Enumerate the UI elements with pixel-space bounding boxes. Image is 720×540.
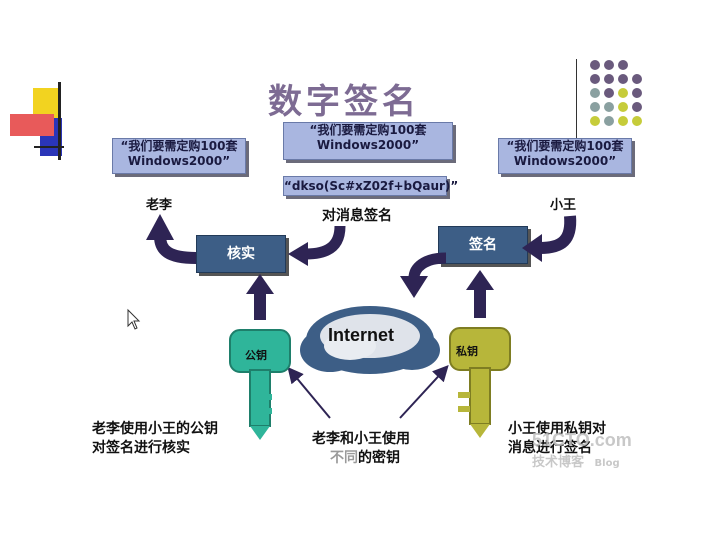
internet-cloud [300,306,440,374]
curved-arrow-from-xiaowang [522,215,577,262]
caption-grey-word: 不同 [330,450,358,466]
dot-grid-decoration [565,55,685,145]
down-arrow-to-internet [400,252,447,298]
caption-line: 老李和小王使用 [312,431,410,447]
caption-right: 小王使用私钥对 消息进行签名 [508,420,606,458]
public-key-icon [229,329,291,440]
public-key-label: 公钥 [245,349,267,362]
caption-line: 消息进行签名 [508,440,592,456]
verify-box: 核实 [196,235,286,273]
sign-box: 签名 [438,226,528,264]
internet-label: Internet [328,325,395,345]
thin-arrow-left [287,366,331,419]
watermark: 51CTO.com 技术博客 Blog [532,430,632,470]
message-line: “我们要需定购100套 [120,139,238,153]
mouse-cursor-icon [127,308,141,330]
caption-line-rest: 的密钥 [358,450,400,466]
caption-center: 老李和小王使用 不同的密钥 [312,430,410,468]
sign-label: 签名 [469,237,497,253]
up-arrow-private-key [466,270,494,318]
message-line: “我们要需定购100套 [506,139,624,153]
thin-arrow-right [399,365,449,419]
watermark-blog: 技术博客 [532,455,585,470]
message-box-left: “我们要需定购100套 Windows2000” [112,138,246,174]
private-key-label: 私钥 [456,345,478,358]
label-sign-message: 对消息签名 [322,208,392,224]
curved-arrow-to-verify [288,225,346,266]
message-line: Windows2000” [127,154,231,168]
caption-line: 小王使用私钥对 [508,421,606,437]
message-box-center: “我们要需定购100套 Windows2000” [283,122,453,160]
digest-box: “dkso(Sc#xZ02f+bQaur)” [283,176,458,196]
up-arrow-public-key [246,274,274,320]
caption-left: 老李使用小王的公钥 对签名进行核实 [92,420,218,458]
curved-arrow-to-laoli [146,214,197,264]
label-xiaowang: 小王 [550,198,577,213]
caption-line: 对签名进行核实 [92,440,190,456]
message-line: Windows2000” [316,138,420,152]
watermark-blog-en: Blog [594,458,620,469]
private-key-icon [449,327,511,438]
corner-decoration [0,0,80,170]
message-box-right: “我们要需定购100套 Windows2000” [498,138,632,174]
label-laoli: 老李 [146,198,173,213]
caption-line: 老李使用小王的公钥 [92,421,218,437]
watermark-domain: 51CTO.com [532,430,632,450]
message-line: Windows2000” [513,154,617,168]
digest-text: “dkso(Sc#xZ02f+bQaur)” [284,179,459,193]
verify-label: 核实 [227,246,255,262]
page-title: 数字签名 [268,82,420,122]
message-line: “我们要需定购100套 [309,123,427,137]
